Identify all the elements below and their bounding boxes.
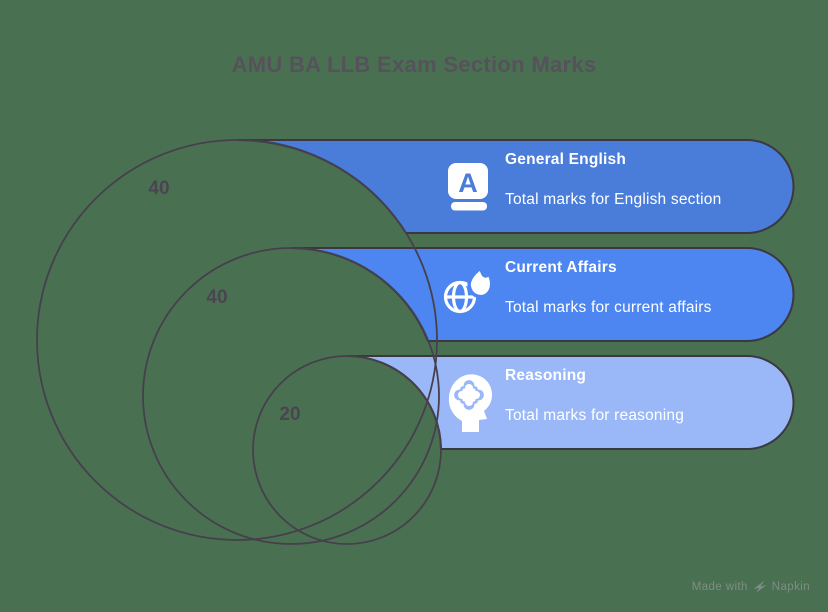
circle-reasoning	[252, 355, 442, 545]
pill-current-affairs-label: Current Affairs	[505, 259, 617, 276]
puzzle-piece	[458, 384, 480, 406]
napkin-logo-icon	[753, 580, 767, 593]
circle-general-english	[36, 139, 438, 541]
pill-general-english: General English Total marks for English …	[236, 139, 795, 234]
book-letter-a: A	[458, 168, 478, 198]
pill-general-english-description: Total marks for English section	[505, 191, 721, 208]
marks-value-current-affairs: 40	[206, 287, 227, 308]
watermark-brand: Napkin	[771, 580, 810, 593]
pill-current-affairs-description: Total marks for current affairs	[505, 299, 712, 316]
pill-reasoning-description: Total marks for reasoning	[505, 407, 684, 424]
page-title: AMU BA LLB Exam Section Marks	[231, 52, 597, 77]
circle-current-affairs	[142, 247, 440, 545]
globe-flame-icon	[443, 266, 494, 314]
marks-value-general-english: 40	[148, 178, 169, 199]
watermark-prefix: Made with	[691, 580, 748, 593]
pill-current-affairs: Current Affairs Total marks for current …	[290, 247, 795, 342]
marks-value-reasoning: 20	[279, 404, 300, 425]
pill-general-english-label: General English	[505, 151, 626, 168]
dictionary-book-icon: A	[448, 163, 488, 211]
pill-reasoning-label: Reasoning	[505, 367, 586, 384]
head-puzzle-icon	[448, 374, 492, 432]
watermark: Made with Napkin	[692, 580, 810, 593]
flame-glyph	[467, 266, 494, 299]
